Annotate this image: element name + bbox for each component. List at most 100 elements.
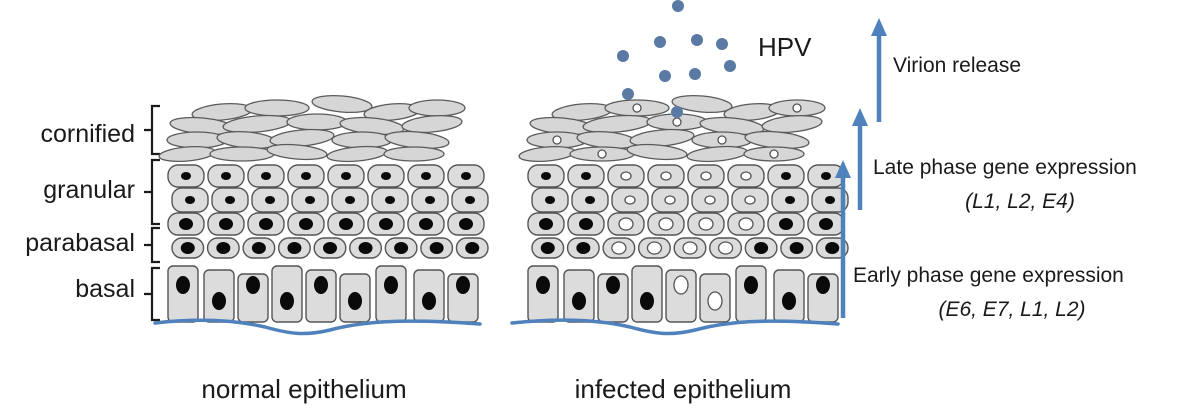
early-phase-title: Early phase gene expression bbox=[853, 264, 1124, 287]
cornified-cell bbox=[383, 146, 445, 162]
nucleus bbox=[640, 292, 654, 310]
nucleus bbox=[251, 242, 266, 254]
virion-vacuole bbox=[738, 217, 754, 231]
virion-dot bbox=[654, 36, 666, 48]
nucleus bbox=[579, 218, 593, 230]
virion-release-arrow bbox=[871, 18, 887, 122]
bracket-granular bbox=[144, 158, 160, 226]
virion-vacuole bbox=[792, 103, 802, 113]
nucleus bbox=[381, 172, 391, 180]
cornified-cell bbox=[626, 143, 688, 161]
virion-vacuole bbox=[624, 195, 636, 205]
nucleus bbox=[212, 292, 226, 310]
virion-vacuole bbox=[618, 217, 634, 231]
virion-vacuole bbox=[673, 275, 689, 295]
nucleus bbox=[246, 276, 260, 294]
early-phase-arrow bbox=[835, 160, 851, 318]
basal-cell bbox=[237, 273, 269, 323]
basement-membrane-infected bbox=[510, 318, 840, 336]
virion-vacuole bbox=[664, 195, 676, 205]
virion-dot bbox=[672, 0, 684, 12]
nucleus bbox=[341, 172, 351, 180]
nucleus bbox=[339, 218, 353, 230]
nucleus bbox=[379, 218, 393, 230]
nucleus bbox=[779, 218, 793, 230]
virion-vacuole bbox=[611, 241, 627, 255]
virion-vacuole bbox=[717, 135, 727, 145]
layer-label-cornified: cornified bbox=[41, 120, 136, 148]
cornified-cell bbox=[408, 99, 466, 117]
nucleus bbox=[819, 218, 833, 230]
nucleus bbox=[301, 172, 311, 180]
nucleus bbox=[782, 292, 796, 310]
virion-vacuole bbox=[698, 217, 714, 231]
infected-epithelium-caption: infected epithelium bbox=[575, 374, 792, 404]
virion-vacuole bbox=[632, 103, 642, 113]
nucleus bbox=[176, 276, 190, 294]
virion-vacuole bbox=[769, 149, 779, 159]
virion-vacuole bbox=[597, 149, 607, 159]
layer-label-basal: basal bbox=[75, 275, 135, 303]
nucleus bbox=[216, 242, 231, 254]
nucleus bbox=[539, 218, 553, 230]
layer-labels: cornified granular parabasal basal bbox=[25, 120, 135, 303]
nucleus bbox=[425, 196, 435, 204]
nucleus bbox=[345, 196, 355, 204]
layer-label-granular: granular bbox=[43, 176, 135, 204]
virion-dot bbox=[622, 88, 634, 100]
bracket-cornified bbox=[144, 104, 160, 156]
nucleus bbox=[744, 276, 758, 294]
late-phase-arrow bbox=[852, 108, 868, 210]
virion-vacuole bbox=[646, 241, 663, 255]
layer-brackets bbox=[144, 104, 160, 322]
nucleus bbox=[259, 218, 273, 230]
cornified-cell bbox=[209, 146, 275, 162]
bracket-basal bbox=[144, 266, 160, 322]
virion-vacuole bbox=[717, 241, 734, 255]
cornified-cell bbox=[266, 143, 328, 161]
virion-dot bbox=[724, 60, 736, 72]
nucleus bbox=[781, 172, 791, 180]
nucleus bbox=[536, 276, 550, 294]
cornified-cell bbox=[401, 114, 463, 134]
cornified-cell bbox=[244, 99, 310, 117]
nucleus bbox=[185, 196, 195, 204]
virion-dot bbox=[689, 68, 701, 80]
virion-vacuole bbox=[660, 171, 672, 181]
nucleus bbox=[465, 196, 475, 204]
cornified-cell bbox=[286, 113, 348, 131]
nucleus bbox=[179, 218, 193, 230]
nucleus bbox=[385, 196, 395, 204]
early-phase-genes: (E6, E7, L1, L2) bbox=[938, 298, 1085, 321]
cornified-cell bbox=[331, 131, 393, 149]
nucleus bbox=[461, 172, 471, 180]
virion-vacuole bbox=[704, 195, 716, 205]
nucleus bbox=[287, 242, 302, 254]
bracket-parabasal bbox=[144, 226, 160, 264]
nucleus bbox=[280, 292, 294, 310]
virion-release-label: Virion release bbox=[893, 54, 1021, 77]
virion-vacuole bbox=[672, 117, 682, 127]
virion-vacuole bbox=[658, 217, 674, 231]
nucleus bbox=[419, 218, 433, 230]
normal-epithelium-caption: normal epithelium bbox=[201, 374, 406, 404]
phase-arrows bbox=[835, 18, 887, 318]
late-phase-title: Late phase gene expression bbox=[873, 156, 1137, 179]
normal-epithelium-panel bbox=[158, 94, 489, 323]
virion-vacuole bbox=[620, 171, 632, 181]
nucleus bbox=[180, 242, 195, 254]
nucleus bbox=[265, 196, 275, 204]
virion-dot bbox=[671, 106, 683, 118]
nucleus bbox=[754, 242, 769, 254]
nucleus bbox=[541, 172, 551, 180]
cornified-cell bbox=[158, 145, 216, 163]
virion-dot bbox=[617, 50, 629, 62]
nucleus bbox=[225, 196, 235, 204]
nucleus bbox=[181, 172, 191, 180]
nucleus bbox=[221, 172, 231, 180]
hpv-label: HPV bbox=[758, 32, 812, 62]
nucleus bbox=[572, 292, 586, 310]
virion-vacuole bbox=[682, 241, 698, 255]
nucleus bbox=[585, 196, 595, 204]
